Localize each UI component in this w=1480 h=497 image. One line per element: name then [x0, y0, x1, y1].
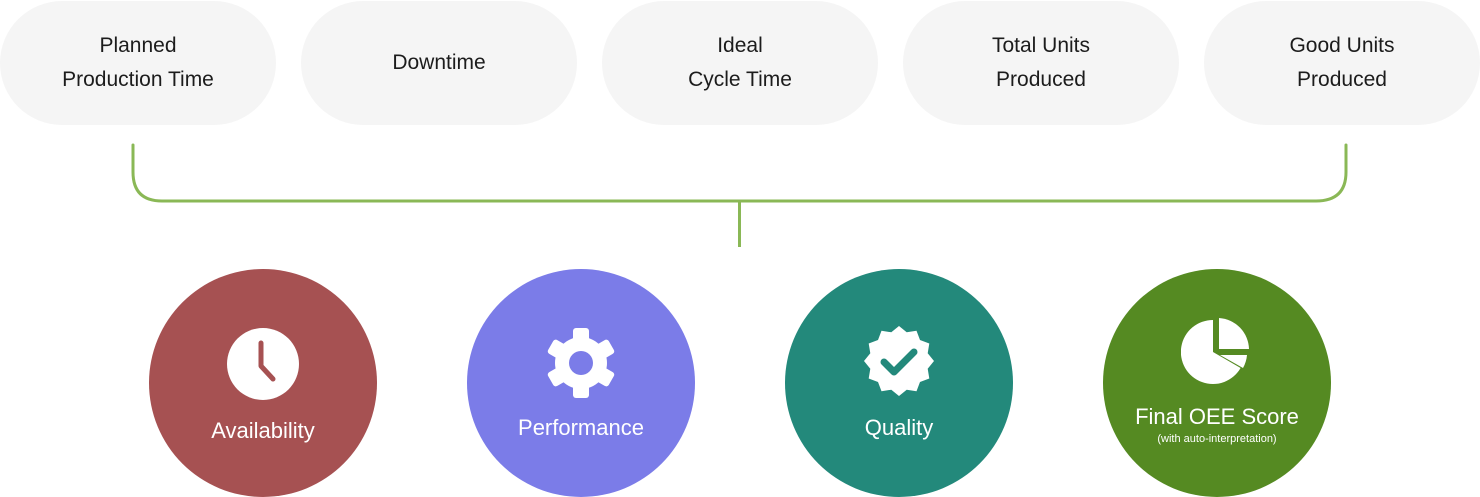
quality-label: Quality [864, 415, 934, 440]
final-oee-score-circle: Final OEE Score (with auto-interpretatio… [1103, 269, 1331, 497]
input-line-2: Produced [1297, 68, 1387, 91]
input-total-units-produced: Total Units Produced [903, 1, 1179, 125]
verified-badge-icon [864, 326, 934, 396]
quality-circle: Quality [785, 269, 1013, 497]
input-line-1: Ideal [717, 34, 763, 57]
availability-circle: Availability [149, 269, 377, 497]
final-oee-score-label: Final OEE Score [1135, 404, 1299, 429]
input-line-1: Downtime [392, 51, 486, 74]
performance-circle: Performance [467, 269, 695, 497]
input-line-2: Production Time [62, 68, 214, 91]
input-planned-production-time: Planned Production Time [0, 1, 276, 125]
bracket-line [131, 143, 1348, 203]
bracket-connector [131, 143, 1348, 247]
input-line-1: Total Units [991, 34, 1091, 57]
input-good-units-produced: Good Units Produced [1204, 1, 1480, 125]
pie-chart-icon [1181, 318, 1249, 384]
input-line-2: Cycle Time [688, 68, 792, 91]
final-oee-score-sublabel: (with auto-interpretation) [1157, 433, 1277, 445]
input-line-1: Good Units [1289, 34, 1395, 57]
input-ideal-cycle-time: Ideal Cycle Time [602, 1, 878, 125]
input-line-1: Planned [99, 34, 177, 57]
input-downtime: Downtime [301, 1, 577, 125]
availability-label: Availability [211, 418, 315, 443]
gear-icon [547, 328, 615, 398]
performance-label: Performance [518, 415, 644, 440]
input-line-2: Produced [996, 68, 1086, 91]
clock-icon [227, 328, 299, 400]
